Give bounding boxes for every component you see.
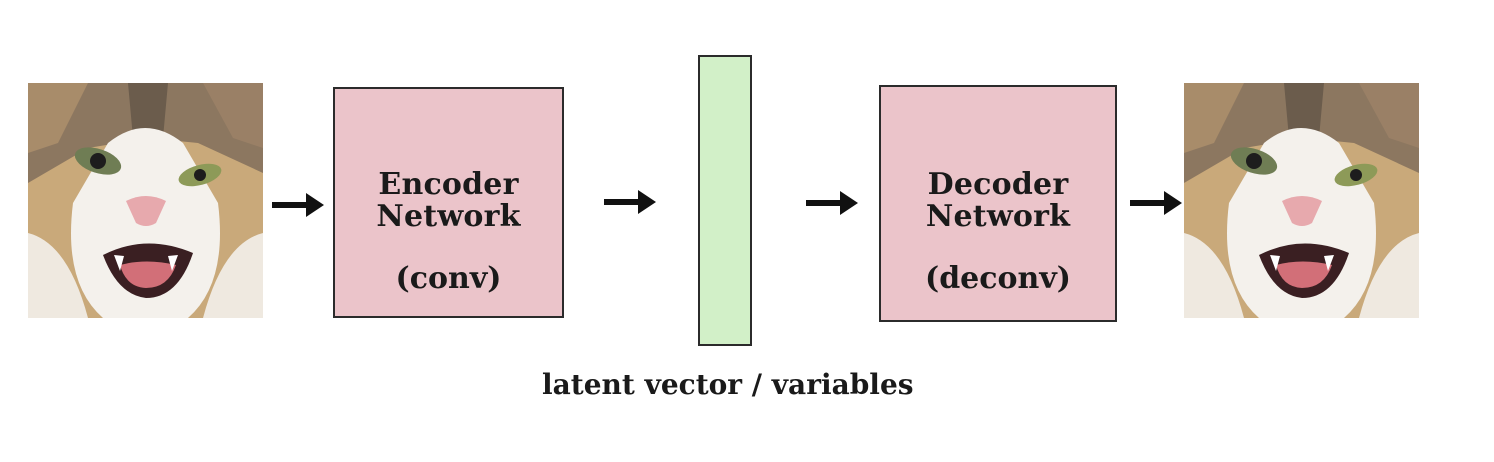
encoder-title-line1: Encoder	[378, 167, 519, 202]
arrow-right-icon	[1130, 191, 1182, 215]
decoder-subtitle: (deconv)	[925, 261, 1071, 296]
latent-vector-bar	[698, 55, 752, 346]
cat-photo-icon	[1184, 83, 1419, 318]
output-cat-image	[1184, 83, 1419, 318]
arrow-right-icon	[604, 190, 656, 214]
latent-vector-label: latent vector / variables	[542, 368, 914, 401]
input-cat-image	[28, 83, 263, 318]
decoder-network-block: Decoder Network (deconv)	[879, 85, 1117, 322]
arrow-right-icon	[806, 191, 858, 215]
encoder-subtitle: (conv)	[395, 261, 502, 296]
encoder-title-line2: Network	[376, 199, 521, 234]
decoder-title-line2: Network	[925, 199, 1071, 234]
decoder-title-line1: Decoder	[927, 167, 1069, 202]
cat-photo-icon	[28, 83, 263, 318]
arrow-right-icon	[272, 193, 324, 217]
encoder-network-block: Encoder Network (conv)	[333, 87, 564, 318]
